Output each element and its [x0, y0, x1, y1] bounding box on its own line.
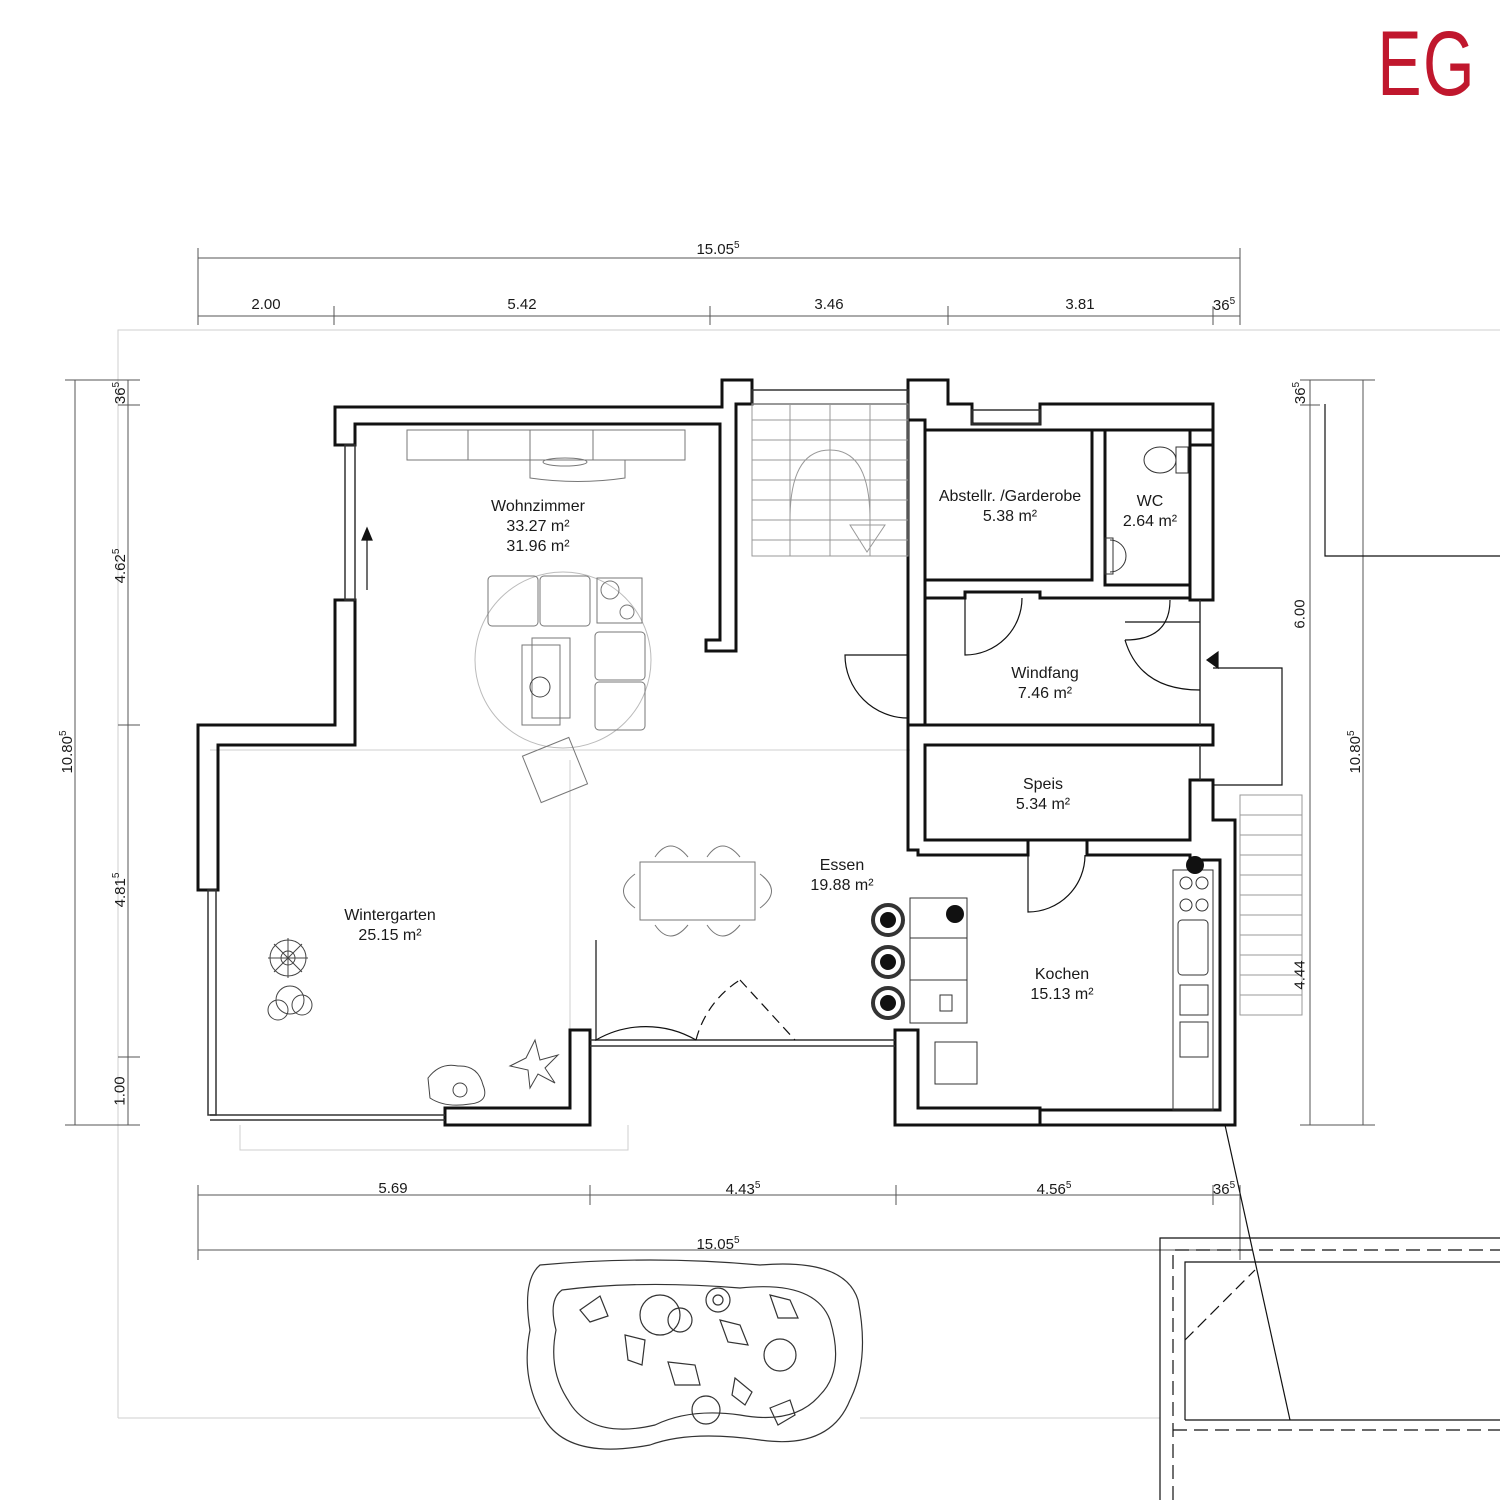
- room-area: 7.46 m²: [1017, 685, 1073, 702]
- dim-value: 5.69: [378, 1180, 408, 1197]
- dim-sup: 5: [1291, 381, 1302, 388]
- room-area: 15.13 m²: [1030, 986, 1094, 1003]
- dim-bottom-seg-2: 4.435: [726, 1180, 761, 1198]
- dim-bottom-seg-1: 5.69: [378, 1180, 407, 1197]
- dim-right-seg-3: 4.44: [1292, 960, 1309, 989]
- dim-sup: 5: [1346, 730, 1357, 737]
- dim-sup: 5: [733, 1235, 740, 1246]
- living-furniture: [406, 429, 686, 804]
- dim-right-seg-1: 365: [1291, 382, 1309, 404]
- windows: [207, 389, 1201, 1121]
- dim-value: 4.62: [112, 554, 129, 584]
- dim-sup: 5: [111, 381, 122, 388]
- dim-top-total: 15.055: [696, 240, 739, 258]
- cooktop-rings: [880, 856, 1204, 1011]
- dim-left-seg-2: 4.625: [111, 549, 129, 584]
- wc-fixtures: [1104, 446, 1189, 575]
- staircase: [751, 403, 909, 557]
- room-abstellraum: Abstellr. /Garderobe 5.38 m²: [939, 487, 1081, 527]
- dim-value: 36: [1212, 1181, 1230, 1198]
- dim-sup: 5: [1229, 1180, 1236, 1191]
- dim-left-total: 10.805: [58, 730, 76, 773]
- dim-left-seg-4: 1.00: [112, 1076, 129, 1105]
- room-kochen: Kochen 15.13 m²: [1030, 965, 1093, 1005]
- room-name: Kochen: [1034, 966, 1090, 983]
- dim-sup: 5: [1229, 296, 1236, 307]
- dining-set: [623, 845, 772, 937]
- dim-top-seg-1: 2.00: [251, 296, 280, 313]
- dim-value: 5.42: [507, 296, 537, 313]
- dim-top-seg-5: 365: [1213, 296, 1235, 314]
- dim-value: 6.00: [1291, 599, 1309, 629]
- dim-value: 10.80: [59, 736, 76, 774]
- room-wintergarten: Wintergarten 25.15 m²: [344, 906, 436, 946]
- dim-value: 4.44: [1291, 960, 1309, 990]
- room-area-alt: 31.96 m²: [506, 538, 570, 555]
- room-area: 5.38 m²: [982, 508, 1038, 525]
- dim-sup: 5: [754, 1180, 761, 1191]
- room-name: Wohnzimmer: [491, 498, 585, 515]
- dim-value: 15.05: [696, 1236, 734, 1253]
- room-area: 25.15 m²: [358, 927, 422, 944]
- canopy: [1205, 404, 1500, 1421]
- room-name: WC: [1136, 493, 1164, 510]
- dim-right-seg-2: 6.00: [1292, 599, 1309, 628]
- dim-value: 15.05: [696, 241, 734, 258]
- site-outline: [117, 329, 1500, 1419]
- dim-right-total: 10.805: [1346, 730, 1364, 773]
- room-name: Windfang: [1011, 665, 1079, 682]
- dimension-lines: [65, 248, 1375, 1260]
- dim-value: 3.81: [1065, 296, 1095, 313]
- dim-bottom-seg-3: 4.565: [1037, 1180, 1072, 1198]
- entrance-steps: [1239, 794, 1303, 1016]
- dim-value: 4.43: [725, 1181, 755, 1198]
- garden-pond: [526, 1259, 864, 1450]
- dim-value: 1.00: [111, 1076, 129, 1106]
- dim-left-seg-3: 4.815: [111, 873, 129, 908]
- dim-value: 36: [1212, 297, 1230, 314]
- dim-value: 10.80: [1347, 736, 1364, 774]
- room-area: 2.64 m²: [1122, 513, 1178, 530]
- carport: [1159, 1237, 1500, 1500]
- doors: [361, 526, 1201, 1042]
- floor-level-label: EG: [1377, 13, 1476, 115]
- dim-left-seg-1: 365: [111, 382, 129, 404]
- room-name: Essen: [819, 857, 865, 874]
- room-speis: Speis 5.34 m²: [1016, 775, 1070, 815]
- room-name: Abstellr. /Garderobe: [938, 488, 1082, 505]
- dim-bottom-total: 15.055: [696, 1235, 739, 1253]
- room-essen: Essen 19.88 m²: [810, 856, 873, 896]
- dim-sup: 5: [111, 548, 122, 555]
- dim-value: 2.00: [251, 296, 281, 313]
- dim-bottom-seg-4: 365: [1213, 1180, 1235, 1198]
- room-name: Wintergarten: [344, 907, 436, 924]
- dim-value: 4.56: [1036, 1181, 1066, 1198]
- dim-value: 3.46: [814, 296, 844, 313]
- dim-sup: 5: [111, 872, 122, 879]
- plants: [267, 676, 560, 1106]
- room-name: Speis: [1022, 776, 1064, 793]
- room-wohnzimmer: Wohnzimmer 33.27 m² 31.96 m²: [491, 497, 585, 557]
- dim-top-seg-4: 3.81: [1065, 296, 1094, 313]
- dim-sup: 5: [1065, 1180, 1072, 1191]
- dim-top-seg-2: 5.42: [507, 296, 536, 313]
- room-area: 19.88 m²: [810, 877, 874, 894]
- room-windfang: Windfang 7.46 m²: [1011, 664, 1079, 704]
- dim-sup: 5: [733, 240, 740, 251]
- room-area: 5.34 m²: [1015, 796, 1071, 813]
- room-area: 33.27 m²: [506, 518, 570, 535]
- dim-sup: 5: [58, 730, 69, 737]
- dim-value: 4.81: [112, 878, 129, 908]
- room-wc: WC 2.64 m²: [1123, 492, 1177, 532]
- dim-value: 36: [1292, 387, 1309, 405]
- dim-value: 36: [112, 387, 129, 405]
- dim-top-seg-3: 3.46: [814, 296, 843, 313]
